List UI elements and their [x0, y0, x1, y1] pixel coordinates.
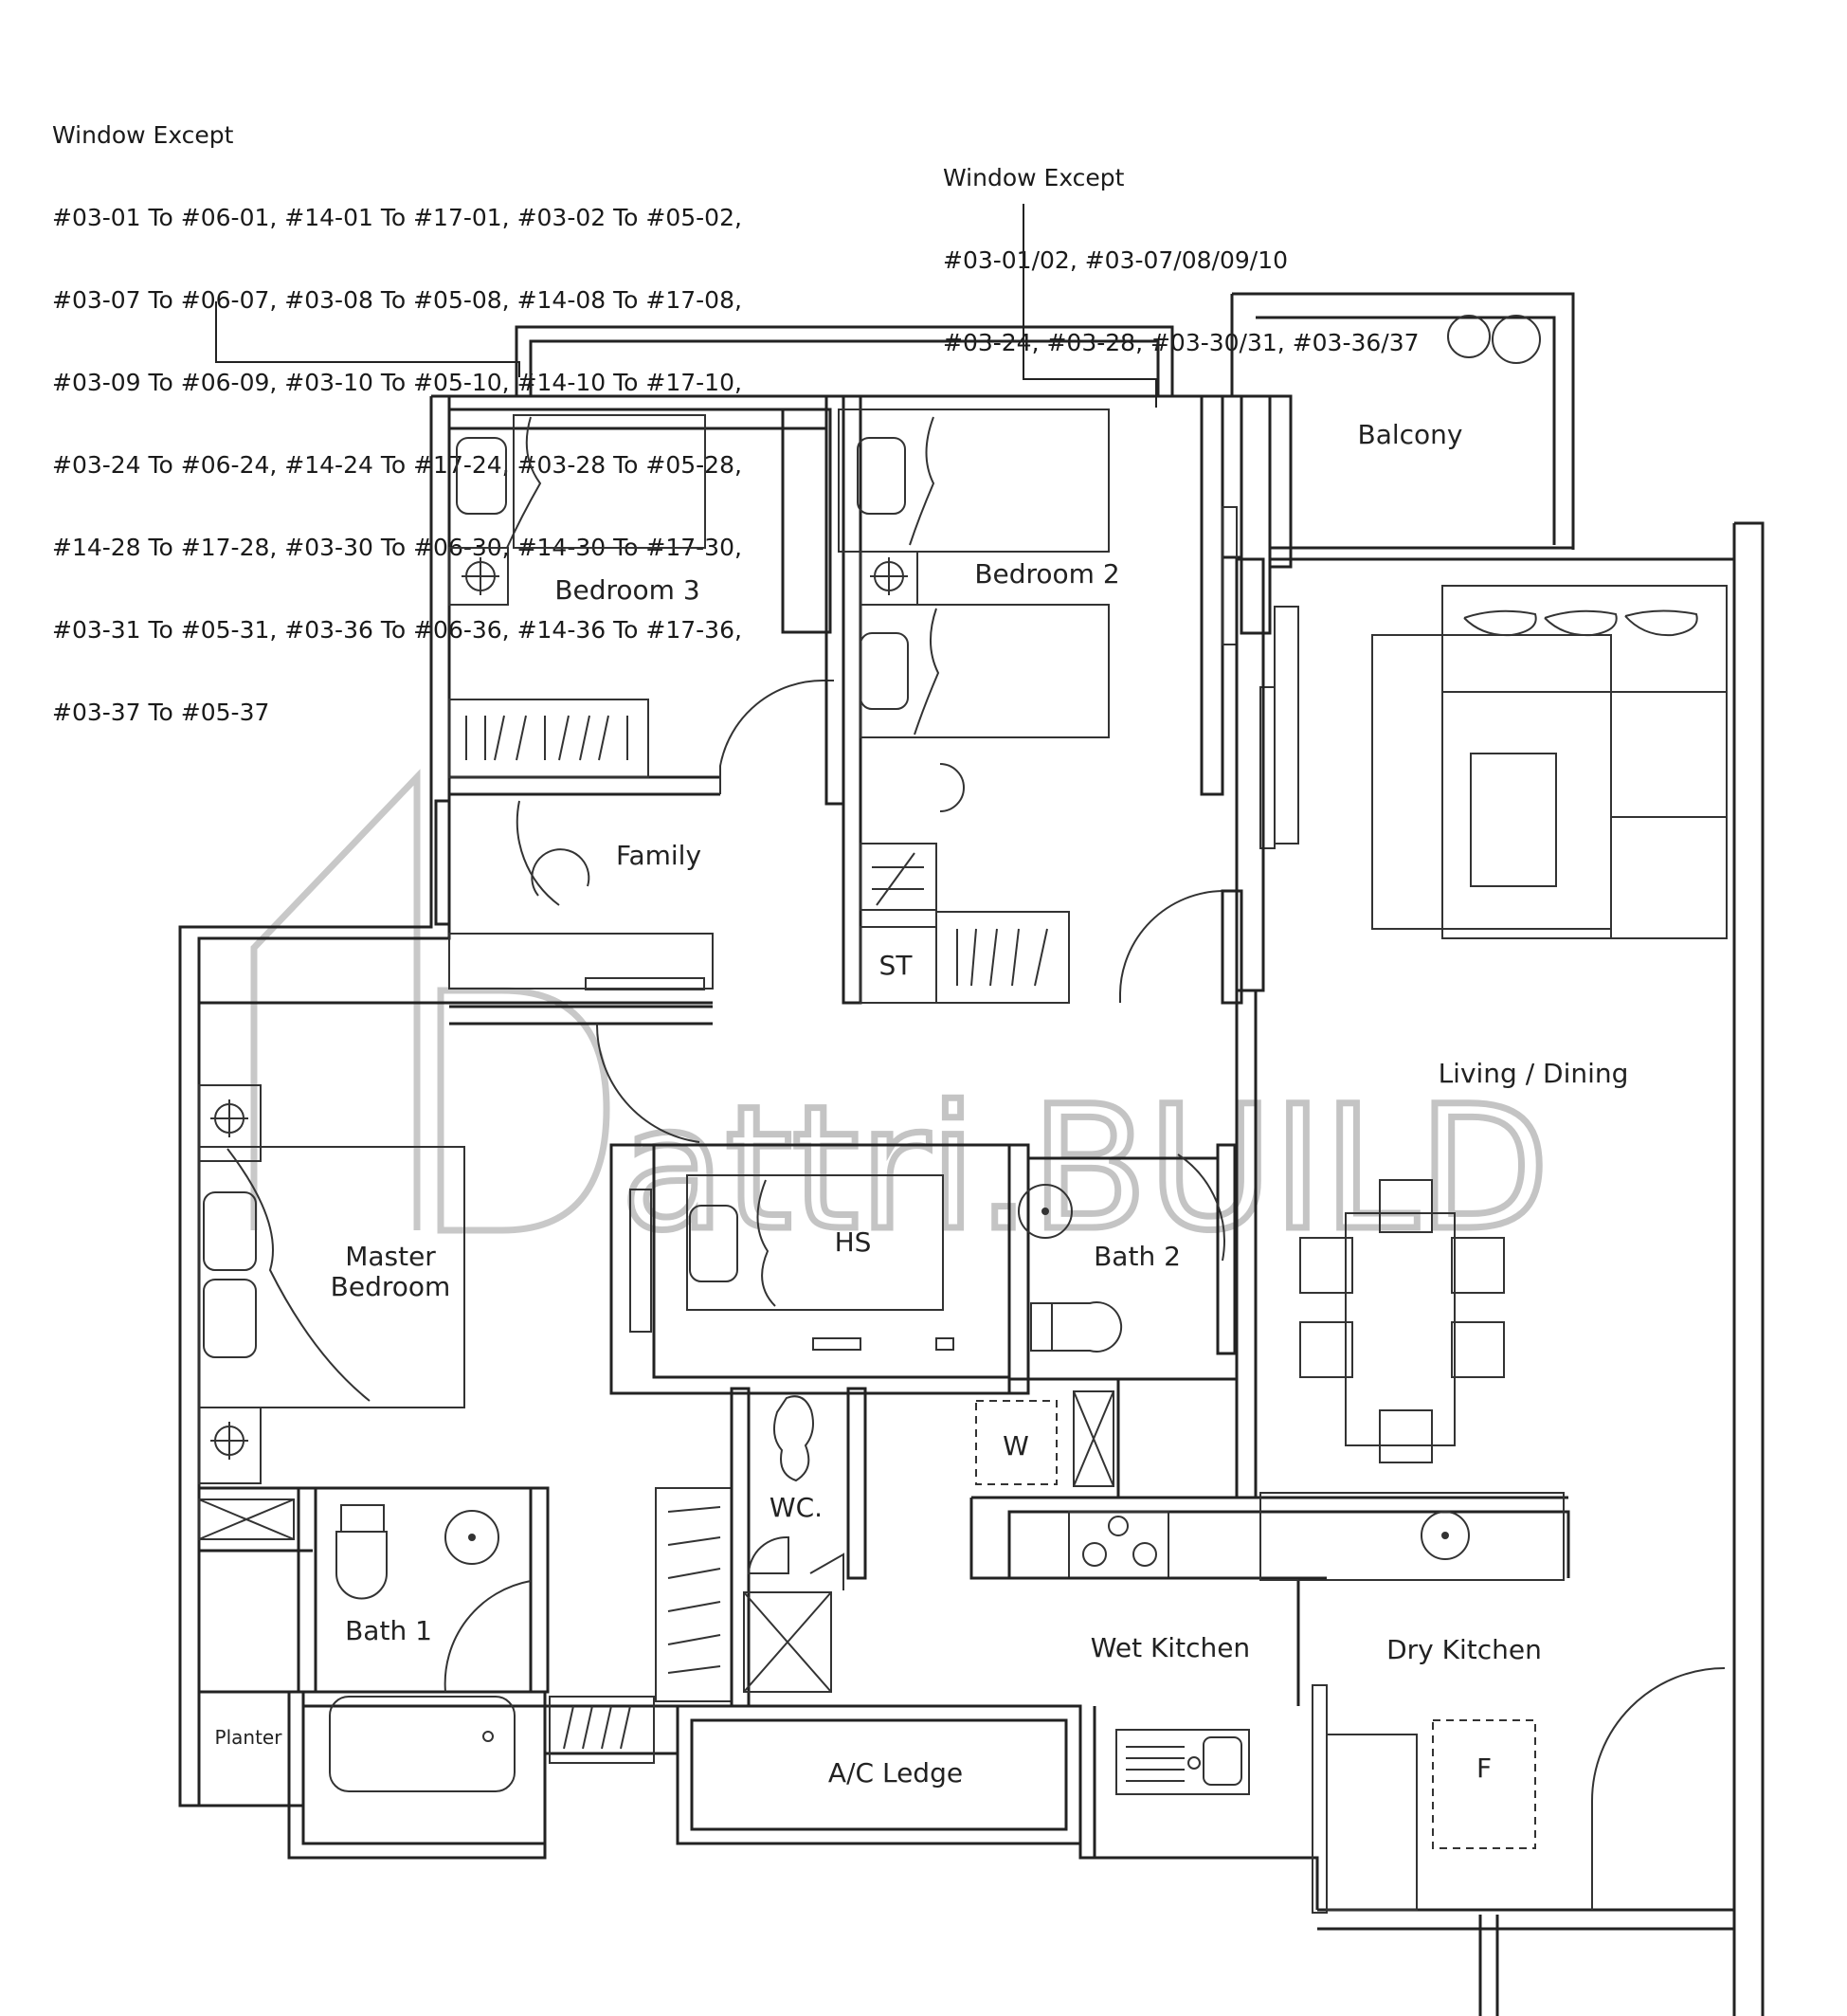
pillow-icon — [203, 1279, 257, 1358]
room-label-ac-ledge: A/C Ledge — [828, 1757, 963, 1789]
dining-table — [1345, 1212, 1456, 1446]
watermark-text: attri.BUILD — [621, 1070, 1549, 1268]
dryer-icon — [1073, 1390, 1114, 1487]
note-leaders — [215, 204, 1157, 408]
toilet-icon — [1051, 1301, 1123, 1353]
bedroom-3: Bedroom 3 — [448, 408, 834, 796]
main-door — [1591, 1667, 1726, 1910]
bedroom-2: Bedroom 2 ST — [824, 394, 1276, 1005]
basin-icon — [747, 1535, 789, 1574]
wardrobe-master — [198, 1498, 295, 1540]
room-label-bedroom-2: Bedroom 2 — [974, 558, 1119, 590]
window-note-right-line: #03-01/02, #03-07/08/09/10 — [943, 246, 1289, 274]
toilet-icon — [772, 1395, 814, 1482]
shower-icon — [743, 1591, 832, 1693]
window-note-left-line: #03-01 To #06-01, #14-01 To #17-01, #03-… — [52, 204, 742, 231]
bed-2a — [838, 409, 1110, 553]
hob-icon — [1068, 1511, 1169, 1579]
plant-icon — [1447, 315, 1491, 358]
room-label-balcony: Balcony — [1358, 419, 1463, 450]
wardrobe-3 — [448, 699, 649, 778]
room-label-wc: WC. — [770, 1492, 823, 1523]
balcony: Balcony — [1268, 315, 1734, 569]
door-bath-1 — [444, 1580, 532, 1693]
fridge-position — [1432, 1719, 1536, 1849]
room-label-master-line1: Master — [345, 1241, 436, 1272]
room-label-bath-2: Bath 2 — [1094, 1241, 1181, 1272]
basin-icon — [1421, 1511, 1470, 1560]
door-bedroom-2 — [1119, 890, 1223, 1003]
basin-icon — [1018, 1184, 1073, 1239]
room-label-dry-kitchen: Dry Kitchen — [1386, 1634, 1542, 1665]
watermark-logo: attri.BUILD — [250, 769, 1552, 1272]
hs-bed — [686, 1174, 944, 1311]
bathtub-icon — [329, 1696, 516, 1792]
bottom-ledges — [197, 1690, 1319, 1910]
family-area: Family — [434, 799, 714, 1143]
window-note-left-line: #03-24 To #06-24, #14-24 To #17-24, #03-… — [52, 451, 742, 479]
bed-3 — [513, 414, 706, 549]
door-bedroom-3 — [719, 679, 825, 794]
dry-kitchen: Dry Kitchen F — [1259, 1492, 1726, 1914]
living-dining: Living / Dining — [1235, 557, 1728, 1463]
room-label-master-line2: Bedroom — [331, 1271, 451, 1302]
wardrobe-2 — [935, 911, 1070, 1004]
door-family — [595, 1023, 700, 1143]
pillow-icon — [860, 632, 909, 710]
internal-partitions — [1235, 990, 1327, 1580]
room-label-bedroom-3: Bedroom 3 — [554, 574, 699, 606]
room-label-fridge: F — [1476, 1753, 1492, 1784]
window-note-right-title: Window Except — [943, 164, 1125, 191]
toilet-icon — [335, 1531, 388, 1600]
pillow-icon — [689, 1205, 738, 1282]
room-label-store: ST — [879, 950, 914, 981]
chair-icon — [531, 848, 590, 897]
dining-chairs — [1299, 1179, 1505, 1463]
bath-1: Bath 1 Planter — [215, 1486, 550, 1792]
pillow-icon — [456, 437, 507, 515]
chair-icon — [939, 763, 965, 812]
pillow-icon — [857, 437, 906, 515]
study-table — [448, 933, 714, 990]
window-note-left-title: Window Except — [52, 121, 234, 149]
room-label-living-dining: Living / Dining — [1439, 1058, 1629, 1089]
room-label-family: Family — [616, 840, 701, 871]
corridor-wardrobes — [549, 1487, 733, 1764]
coffee-table — [1470, 753, 1557, 887]
wet-kitchen: W Wet Kitchen — [969, 1377, 1570, 1795]
room-label-hs: HS — [835, 1226, 872, 1258]
window-note-left-line: #03-31 To #05-31, #03-36 To #06-36, #14-… — [52, 616, 742, 644]
window-note-left-line: #03-37 To #05-37 — [52, 699, 270, 726]
basin-icon — [444, 1510, 499, 1565]
plant-icon — [1492, 315, 1541, 364]
window-note-left-line: #03-07 To #06-07, #03-08 To #05-08, #14-… — [52, 286, 742, 314]
master-bed — [198, 1146, 465, 1408]
washer-position — [975, 1400, 1058, 1485]
outer-walls — [178, 292, 1765, 2016]
room-label-washer: W — [1003, 1430, 1029, 1462]
sofa-outline — [1371, 634, 1612, 930]
bed-2b — [860, 604, 1110, 738]
master-bedroom: Master Bedroom — [198, 1001, 713, 1553]
window-note-left: Window Except #03-01 To #06-01, #14-01 T… — [52, 66, 742, 754]
pillow-icon — [203, 1191, 257, 1271]
wc: WC. — [730, 1387, 867, 1708]
sink-icon — [1115, 1729, 1250, 1795]
room-label-bath-1: Bath 1 — [345, 1615, 432, 1646]
window-note-left-line: #03-09 To #06-09, #03-10 To #05-10, #14-… — [52, 369, 742, 396]
door-bath-2 — [1177, 1153, 1225, 1262]
room-label-planter: Planter — [215, 1726, 283, 1749]
household-shelter: HS — [609, 1143, 1011, 1395]
room-label-wet-kitchen: Wet Kitchen — [1091, 1632, 1250, 1663]
